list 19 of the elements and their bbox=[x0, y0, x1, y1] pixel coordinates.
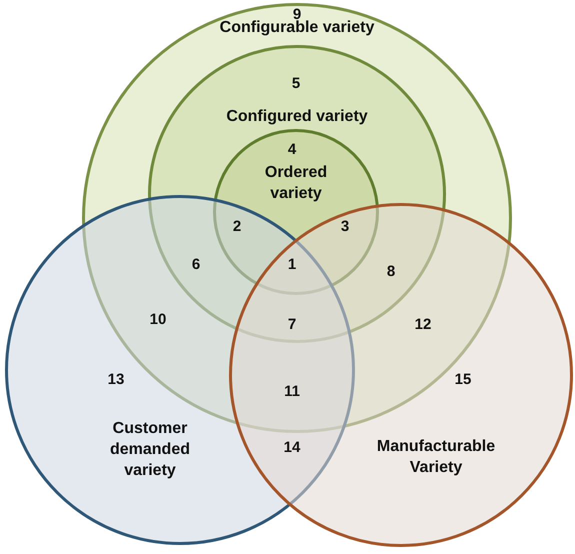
region-number: 7 bbox=[288, 314, 296, 335]
region-number: 13 bbox=[108, 370, 124, 390]
region-number: 5 bbox=[292, 74, 300, 94]
region-number: 12 bbox=[414, 314, 432, 335]
set-label: Customer demanded variety bbox=[108, 419, 191, 481]
set-label: Configurable variety bbox=[218, 19, 376, 38]
set-label: Manufacturable Variety bbox=[376, 437, 496, 478]
region-number: 1 bbox=[288, 254, 296, 275]
region-number: 2 bbox=[232, 216, 242, 237]
region-number: 3 bbox=[340, 216, 350, 237]
set-label: Ordered variety bbox=[264, 163, 328, 204]
set-label: Configured variety bbox=[225, 107, 369, 127]
region-number: 6 bbox=[192, 254, 200, 275]
region-number: 10 bbox=[150, 310, 166, 330]
region-number: 11 bbox=[284, 382, 300, 402]
region-number: 8 bbox=[386, 262, 396, 282]
region-number: 15 bbox=[454, 370, 472, 390]
region-number: 4 bbox=[288, 140, 296, 160]
region-number: 14 bbox=[284, 438, 300, 458]
